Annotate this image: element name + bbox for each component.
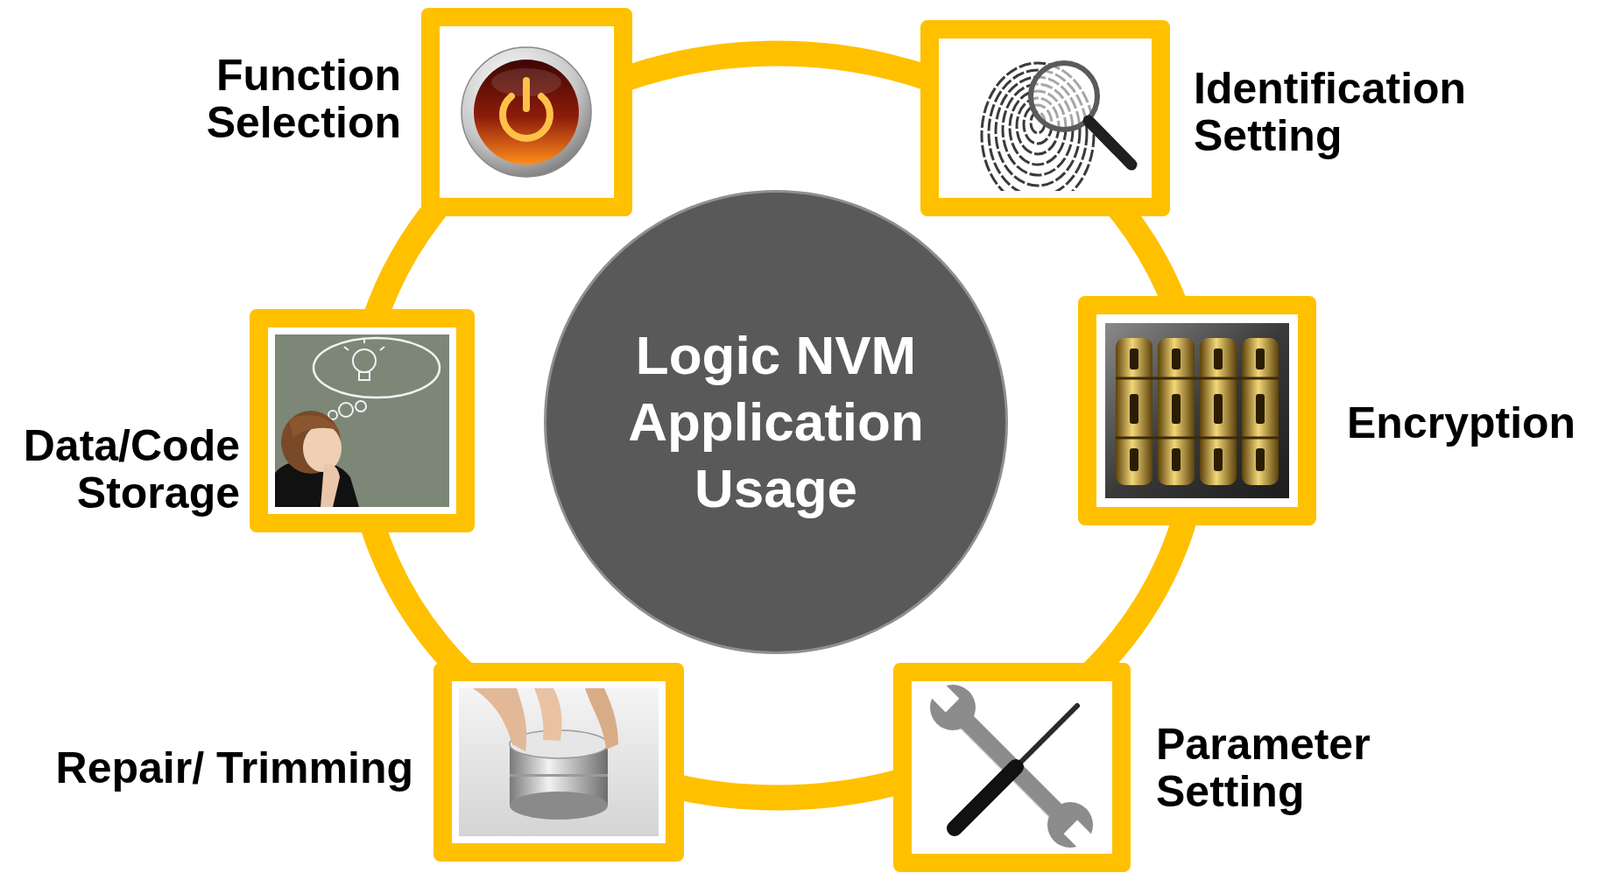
box-label: Function Selection bbox=[171, 51, 402, 147]
box-ground bbox=[1096, 314, 1298, 508]
thinking-photo bbox=[359, 372, 370, 381]
knob-icon bbox=[458, 688, 659, 837]
lock-icon bbox=[1171, 394, 1181, 424]
box-label: Identification Setting bbox=[1193, 64, 1483, 160]
power-icon bbox=[461, 47, 592, 177]
power-icon bbox=[461, 47, 592, 177]
center-circle: Logic NVM Application Usage bbox=[543, 190, 1008, 655]
thinking-photo bbox=[303, 424, 342, 473]
center-title: Logic NVM Application Usage bbox=[600, 322, 952, 522]
image-box: Encryption bbox=[1078, 296, 1317, 526]
lock-icon bbox=[1115, 378, 1279, 438]
image-box: Identification Setting bbox=[920, 20, 1171, 217]
lock-icon bbox=[1255, 394, 1265, 424]
box-label: Repair/ Trimming bbox=[56, 744, 414, 792]
tools-icon bbox=[927, 680, 1097, 853]
thinking-photo bbox=[313, 338, 440, 398]
lock-icon bbox=[1129, 348, 1265, 472]
lock-icon bbox=[1157, 338, 1195, 486]
knob-icon bbox=[509, 774, 608, 777]
thinking-photo bbox=[355, 401, 367, 412]
thinking-photo bbox=[288, 415, 340, 438]
lock-icon bbox=[1199, 338, 1237, 486]
lock-icon bbox=[1105, 323, 1290, 499]
image-box: Repair/ Trimming bbox=[433, 662, 684, 862]
thinking-photo bbox=[344, 346, 349, 351]
box-ground bbox=[439, 26, 614, 198]
lock-icon bbox=[1213, 348, 1223, 370]
knob-icon bbox=[458, 688, 659, 837]
lock-icon bbox=[1129, 448, 1139, 472]
box-ground bbox=[267, 327, 457, 515]
image-box: Data/Code Storage bbox=[249, 309, 475, 533]
thinking-photo bbox=[352, 349, 376, 373]
lock-icon bbox=[1213, 394, 1223, 424]
fingerprint-icon bbox=[1088, 120, 1132, 165]
lock-icon bbox=[1255, 448, 1265, 472]
box-label: Parameter Setting bbox=[1155, 720, 1393, 816]
lock-icon bbox=[1171, 448, 1181, 472]
lock-icon bbox=[1241, 338, 1279, 486]
thinking-photo bbox=[338, 402, 353, 417]
lock-icon bbox=[1213, 448, 1223, 472]
knob-icon bbox=[585, 688, 619, 750]
tools-icon bbox=[927, 680, 960, 713]
lock-icon bbox=[1255, 348, 1265, 370]
lock-icon bbox=[1115, 437, 1279, 440]
lock-icon bbox=[1115, 338, 1279, 486]
power-icon bbox=[522, 80, 530, 109]
thinking-photo bbox=[281, 410, 341, 474]
image-box: Parameter Setting bbox=[893, 662, 1131, 873]
box-label: Data/Code Storage bbox=[7, 422, 240, 517]
image-box: Function Selection bbox=[421, 7, 633, 217]
thinking-photo bbox=[274, 334, 450, 508]
box-label: Encryption bbox=[1346, 399, 1576, 447]
lock-icon bbox=[1115, 338, 1153, 486]
power-icon bbox=[473, 59, 579, 165]
box-ground bbox=[451, 681, 666, 844]
tools-icon bbox=[1064, 820, 1097, 853]
thinking-photo bbox=[320, 464, 340, 508]
lock-icon bbox=[1115, 377, 1279, 381]
thinking-photo bbox=[380, 346, 385, 351]
lock-icon bbox=[1105, 323, 1290, 499]
thinking-photo bbox=[344, 338, 385, 351]
thinking-photo bbox=[363, 338, 366, 344]
lock-icon bbox=[1171, 348, 1181, 370]
knob-icon bbox=[534, 688, 563, 741]
fingerprint-icon bbox=[981, 63, 1132, 191]
knob-icon bbox=[509, 791, 608, 820]
tools-icon bbox=[1015, 705, 1078, 768]
knob-icon bbox=[472, 688, 527, 752]
tools-icon bbox=[954, 767, 1016, 829]
lock-icon bbox=[1129, 348, 1139, 370]
thinking-photo bbox=[274, 334, 450, 508]
lock-icon bbox=[1129, 394, 1139, 424]
